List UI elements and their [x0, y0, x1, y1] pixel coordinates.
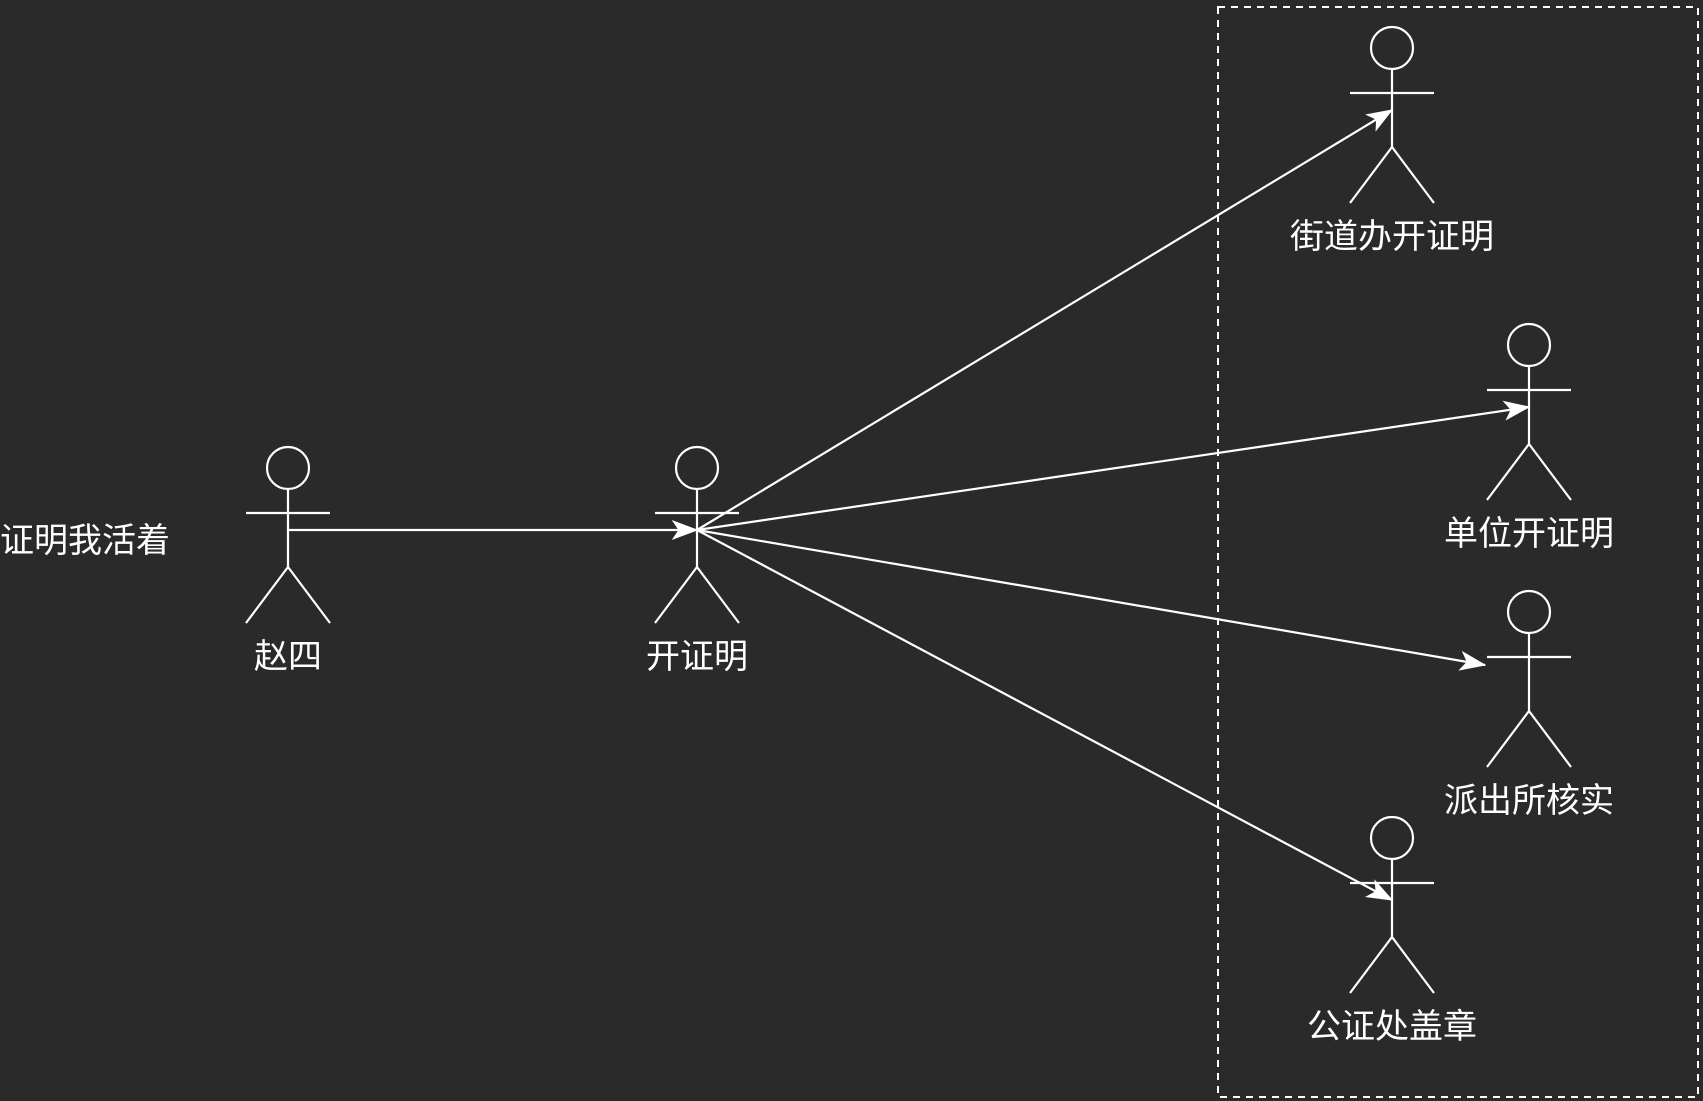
actor-right-leg-line	[1391, 146, 1435, 204]
actor-right-leg-line	[1528, 443, 1572, 501]
actor-right-leg-line	[1391, 936, 1435, 994]
actor-label-jiedao: 街道办开证明	[1290, 217, 1494, 257]
arrowhead-gongzheng	[1364, 879, 1394, 901]
actor-right-leg-line	[696, 566, 740, 624]
actor-label-danwei: 单位开证明	[1444, 514, 1614, 554]
actor-left-leg-line	[1486, 443, 1530, 501]
actor-head-icon	[1369, 815, 1415, 861]
actor-gongzheng[interactable]: 公证处盖章	[1307, 815, 1477, 1047]
edge-kaizhengming-to-jiedao	[696, 109, 1393, 531]
actor-left-leg-line	[654, 566, 698, 624]
actor-head-icon	[1369, 25, 1415, 71]
actor-right-leg-line	[287, 566, 331, 624]
edge-kaizhengming-to-danwei	[696, 405, 1530, 532]
actor-head-icon	[265, 445, 311, 491]
arrowhead-danwei	[1502, 400, 1531, 421]
actor-head-icon	[1506, 322, 1552, 368]
arrowhead-jiedao	[1365, 109, 1394, 132]
actor-label-gongzheng: 公证处盖章	[1307, 1007, 1477, 1047]
edges-layer	[288, 109, 1531, 901]
actor-head-icon	[1506, 589, 1552, 635]
actor-zhaosi[interactable]: 赵四	[245, 445, 331, 677]
edge-kaizhengming-to-paichusuo	[696, 528, 1486, 667]
actor-left-leg-line	[1486, 710, 1530, 768]
actor-label-zhaosi: 赵四	[254, 637, 322, 677]
arrowhead-kaizhengming	[671, 519, 699, 541]
actor-kaizhengming[interactable]: 开证明	[646, 445, 748, 677]
actor-left-leg-line	[245, 566, 289, 624]
system-boundary-box	[1217, 6, 1699, 1098]
edge-kaizhengming-to-gongzheng	[696, 529, 1393, 901]
actor-danwei[interactable]: 单位开证明	[1444, 322, 1614, 554]
actor-paichusuo[interactable]: 派出所核实	[1444, 589, 1614, 821]
actor-jiedao[interactable]: 街道办开证明	[1290, 25, 1494, 257]
diagram-caption-text: 证明我活着	[0, 521, 170, 561]
actor-right-leg-line	[1528, 710, 1572, 768]
actor-left-leg-line	[1349, 936, 1393, 994]
actor-label-paichusuo: 派出所核实	[1444, 781, 1614, 821]
arrowhead-paichusuo	[1458, 650, 1487, 671]
actor-label-kaizhengming: 开证明	[646, 637, 748, 677]
actor-head-icon	[674, 445, 720, 491]
actor-left-leg-line	[1349, 146, 1393, 204]
